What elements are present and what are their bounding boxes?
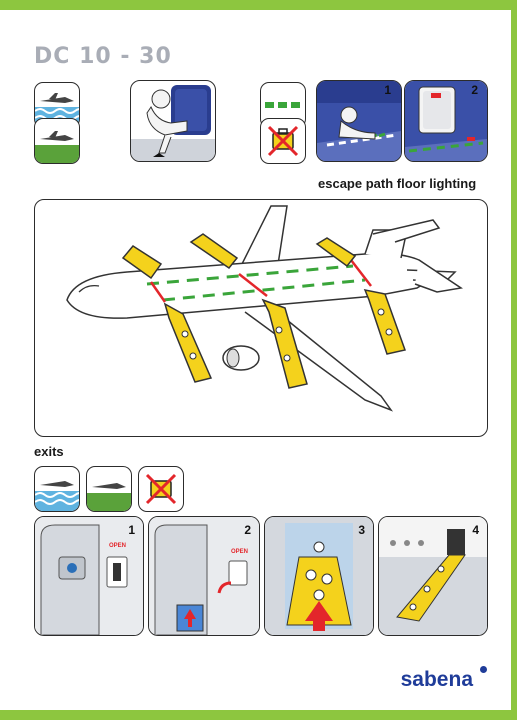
right-accent-bar <box>511 0 517 720</box>
exits-no-baggage-icon <box>138 466 184 512</box>
floor-lighting-step-2: 2 <box>404 80 488 162</box>
exits-ground-landing-icon <box>86 466 132 512</box>
exit-step-1-number: 1 <box>128 523 135 537</box>
ground-landing-icon <box>34 118 80 164</box>
open-label-2: OPEN <box>231 549 249 555</box>
aircraft-exit-diagram <box>34 199 488 437</box>
open-label-1: OPEN <box>109 543 127 549</box>
top-step-2-number: 2 <box>471 83 478 97</box>
floor-lighting-step-1: 1 <box>316 80 402 162</box>
page-title: DC 10 - 30 <box>34 44 172 69</box>
exit-step-3-number: 3 <box>358 523 365 537</box>
exit-step-3: 3 <box>264 516 374 636</box>
exit-step-4-number: 4 <box>472 523 479 537</box>
exit-step-2-number: 2 <box>244 523 251 537</box>
brand-logo-text: sabena <box>400 668 473 691</box>
exits-caption: exits <box>34 444 64 459</box>
exit-step-1: 1 OPEN <box>34 516 144 636</box>
exits-water-landing-icon <box>34 466 80 512</box>
brace-position-panel <box>130 80 216 162</box>
brand-mark-icon <box>480 666 487 673</box>
top-step-1-number: 1 <box>384 83 391 97</box>
no-baggage-icon <box>260 118 306 164</box>
exit-step-4: 4 <box>378 516 488 636</box>
bottom-accent-bar <box>0 710 517 720</box>
floor-lighting-caption: escape path floor lighting <box>318 176 477 191</box>
exit-step-2: 2 OPEN <box>148 516 260 636</box>
top-accent-bar <box>0 0 517 10</box>
